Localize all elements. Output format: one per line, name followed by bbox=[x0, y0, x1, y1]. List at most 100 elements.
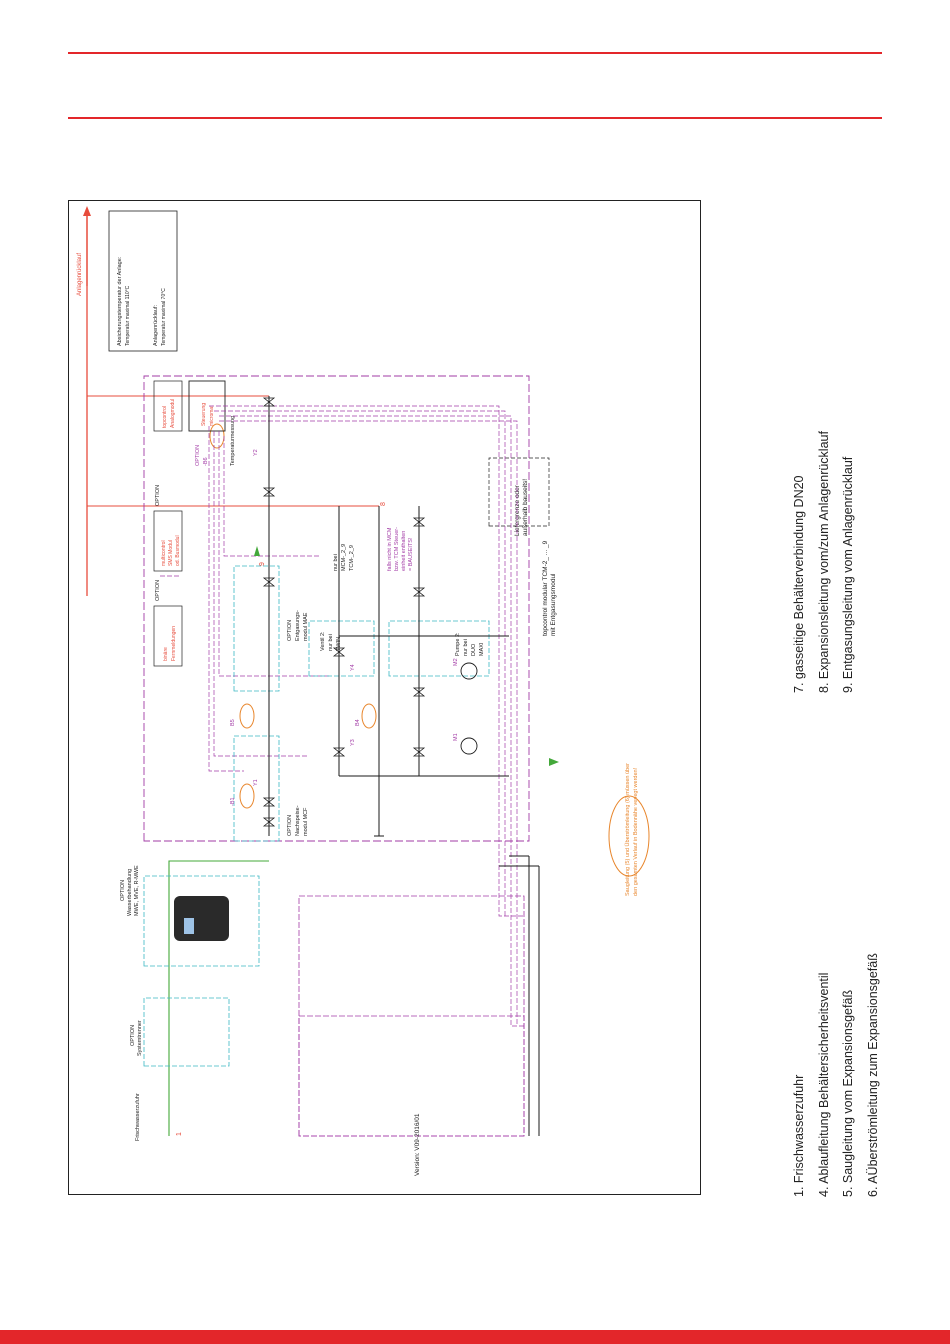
control-box-2-l2: Analogmodul bbox=[170, 399, 176, 428]
module-ventil2 bbox=[308, 620, 375, 677]
nachspeise-1: OPTION bbox=[287, 815, 293, 836]
legend-right-column: 7. gasseitige Behälterverbindung DN20 8.… bbox=[792, 431, 855, 693]
pumpe2-3: DUO bbox=[471, 643, 477, 656]
boiler-note-1: Absicherungstemperatur der Anlage: bbox=[117, 256, 123, 346]
sensor-b5 bbox=[239, 703, 255, 729]
header-rule-top bbox=[68, 52, 882, 54]
b6-option: OPTION bbox=[195, 445, 201, 466]
systemtrenner-1: OPTION bbox=[130, 1025, 136, 1046]
systemtrenner-box bbox=[143, 997, 230, 1067]
systemtrenner-2: Systemtrenner bbox=[137, 1020, 143, 1056]
valves bbox=[262, 397, 426, 827]
flow-arrow-1 bbox=[254, 546, 260, 556]
falls-nicht-3: einheit enthalten bbox=[401, 531, 407, 571]
tag-y2: Y2 bbox=[253, 449, 259, 456]
control-box-3-l1: Steuerung bbox=[201, 403, 207, 426]
pump-m2 bbox=[460, 662, 478, 680]
falls-nicht-2: bzw. TCM Steuer- bbox=[394, 527, 400, 571]
entgasung-3: modul MAE bbox=[303, 612, 309, 641]
tag-b4: B4 bbox=[355, 719, 361, 726]
liefergrenze-1: Liefergrenze oder bbox=[514, 484, 521, 536]
vessel-group bbox=[298, 895, 525, 1137]
legend-item-9: 9. Entgasungsleitung vom Anlagenrücklauf bbox=[841, 456, 855, 693]
water-treatment-2: Wasserbehandlung bbox=[127, 869, 133, 916]
entgasung-2: Entgasungs- bbox=[295, 610, 301, 641]
return-note-1: Anlagenrücklauf: bbox=[153, 305, 159, 346]
liefergrenze-2: außerhalb bauseits! bbox=[522, 479, 529, 536]
warning-2: den gesamten Verlauf in Bodennähe verleg… bbox=[633, 767, 639, 896]
tag-b5: B5 bbox=[230, 719, 236, 726]
control-box-analog bbox=[153, 380, 183, 432]
nur-bei-1: nur bei bbox=[333, 554, 339, 571]
control-box-0-l2: SMS Modul bbox=[168, 540, 174, 566]
header-rule-bottom bbox=[68, 117, 882, 119]
control-box-0-title: OPTION bbox=[155, 485, 161, 506]
tag-m2: M2 bbox=[453, 658, 459, 666]
control-box-1-l1: binäre bbox=[163, 647, 169, 661]
signal-lines bbox=[159, 405, 524, 1027]
legend-item-6: 6. AÜberströmleitung zum Expansionsgefäß bbox=[866, 953, 880, 1197]
line-number-1: 1 bbox=[176, 1132, 183, 1136]
topcontrol-frame bbox=[143, 375, 530, 842]
version-label: Version: V09-2016/01 bbox=[414, 1113, 421, 1176]
line-number-8: 8 bbox=[380, 502, 387, 506]
nachspeise-3: modul MCF bbox=[303, 807, 309, 836]
ventil2-1: Ventil 2: bbox=[320, 631, 326, 651]
anlagenruecklauf-label: Anlagenrücklauf bbox=[77, 253, 83, 296]
softener-display bbox=[184, 918, 194, 934]
pump-m1 bbox=[460, 737, 478, 755]
water-treatment-box bbox=[143, 875, 260, 967]
legend-item-1: 1. Frischwasserzufuhr bbox=[792, 1075, 806, 1197]
b6-label: Temperaturmessung bbox=[230, 416, 236, 466]
nur-bei-2: MCM-_2_9 bbox=[341, 544, 347, 571]
control-box-multicontrol bbox=[153, 510, 183, 572]
schematic-diagram: Anlagenrücklauf 9 8 OPTION -B6 Temperatu… bbox=[77, 206, 650, 1176]
topcontrol-2: mit Entgasungsmodul bbox=[550, 573, 557, 636]
ventil2-2: nur bei bbox=[328, 634, 334, 651]
frischwasser-label: Frischwasserzufuhr bbox=[135, 1093, 141, 1141]
water-treatment-1: OPTION bbox=[120, 880, 126, 901]
tag-y3: Y3 bbox=[350, 739, 356, 746]
pumpe2-4: MAXI bbox=[479, 642, 485, 656]
return-note-2: Temperatur maximal 70°C bbox=[161, 288, 167, 346]
control-box-0-l1: multicontrol bbox=[161, 540, 167, 566]
footer-bar bbox=[0, 1330, 950, 1344]
module-nachspeise bbox=[233, 735, 280, 842]
nachspeise-2: Nachspeise- bbox=[295, 805, 301, 836]
control-box-1-l2: Fernmeldungen bbox=[171, 626, 177, 661]
water-treatment-3: MWE, MVE, R-MWE bbox=[134, 865, 140, 916]
tag-m1: M1 bbox=[453, 733, 459, 741]
boiler-note-2: Temperatur maximal 110°C bbox=[125, 285, 131, 346]
b6-tag: -B6 bbox=[203, 457, 209, 466]
nur-bei-3: TCM-_2_9 bbox=[349, 545, 355, 571]
pumpe2-1: Pumpe 2: bbox=[455, 632, 461, 656]
return-arrow bbox=[83, 206, 91, 216]
legend-left-column: 1. Frischwasserzufuhr 4. Ablaufleitung B… bbox=[792, 953, 880, 1197]
module-pumpe2 bbox=[388, 620, 490, 677]
process-lines bbox=[268, 396, 540, 1136]
legend-item-8: 8. Expansionsleitung vom/zum Anlagenrück… bbox=[817, 431, 831, 693]
legend-item-5: 5. Saugleitung vom Expansionsgefäß bbox=[841, 990, 855, 1197]
warning-cloud bbox=[608, 795, 650, 877]
control-box-1-title: OPTION bbox=[155, 580, 161, 601]
liefergrenze-box bbox=[488, 457, 550, 527]
topcontrol-1: topcontrol modular TCM-2_ ... _9 bbox=[542, 540, 549, 636]
schematic-frame: Anlagenrücklauf 9 8 OPTION -B6 Temperatu… bbox=[68, 200, 701, 1195]
tag-y4: Y4 bbox=[350, 664, 356, 671]
line-number-9: 9 bbox=[259, 562, 266, 566]
legend-item-4: 4. Ablaufleitung Behältersicherheitsvent… bbox=[817, 973, 831, 1197]
falls-nicht-1: falls nicht in MCM bbox=[387, 527, 393, 571]
warning-1: Saugleitung (5) und Überströmleitung (6)… bbox=[624, 763, 631, 896]
freshwater-line bbox=[168, 860, 269, 1136]
tag-y1: Y1 bbox=[253, 779, 259, 786]
falls-nicht-4: = BAUSEITS! bbox=[408, 537, 414, 571]
pumpe2-2: nur bei bbox=[463, 639, 469, 656]
control-box-3-l2: micromat bbox=[209, 405, 215, 426]
entgasung-1: OPTION bbox=[287, 620, 293, 641]
control-box-0-l3: od. Busmodul bbox=[175, 535, 181, 566]
temperature-note-box bbox=[108, 210, 178, 352]
legend-item-7: 7. gasseitige Behälterverbindung DN20 bbox=[792, 475, 806, 693]
vessel-2-frame bbox=[298, 1015, 525, 1137]
control-box-2-l1: topcontrol bbox=[162, 406, 168, 428]
